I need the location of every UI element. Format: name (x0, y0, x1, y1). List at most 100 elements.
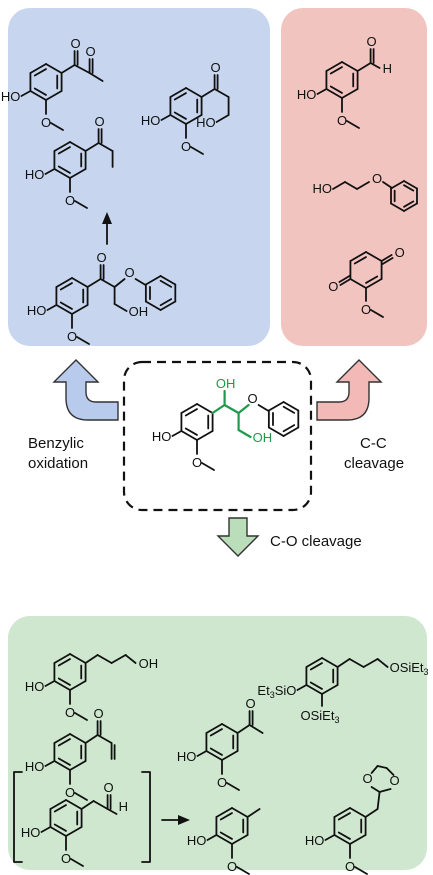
hydroxyl-label: HO (196, 115, 216, 130)
bond (248, 724, 264, 734)
bond (53, 804, 67, 813)
bond (325, 61, 343, 72)
silyl-ether-label: OSiEt3 (390, 660, 429, 677)
methoxy-o-label: O (337, 113, 347, 128)
bond (296, 684, 308, 691)
bond (29, 90, 47, 101)
hydroxyl-label: HO (21, 825, 41, 840)
left-bracket (13, 771, 23, 863)
bond (169, 87, 187, 98)
bond (309, 662, 323, 671)
bond (134, 278, 147, 286)
bond (213, 88, 230, 98)
bond (53, 680, 71, 691)
bond (237, 403, 250, 415)
methoxy-o-label: O (65, 705, 75, 720)
dioxolane-o-label: O (390, 773, 400, 788)
methoxy-o-label: O (181, 139, 191, 154)
bond (74, 712, 88, 721)
bond (57, 146, 71, 155)
bond (144, 275, 162, 286)
benzylic-oxidation-panel (8, 8, 270, 346)
bond (364, 808, 379, 818)
bond (69, 141, 87, 152)
bond (96, 654, 113, 664)
bond (325, 88, 343, 99)
oxidation-label: oxidation (28, 455, 88, 472)
bond (370, 786, 381, 793)
bond (336, 658, 351, 668)
bond (96, 734, 113, 744)
methoxy-o-label: O (61, 851, 71, 866)
bond (84, 142, 100, 152)
bond (349, 251, 367, 262)
bond (180, 430, 198, 441)
bond (390, 180, 405, 190)
bond (337, 831, 351, 840)
bond (45, 90, 63, 101)
bond (159, 298, 173, 307)
aldehyde-h-label: H (383, 61, 392, 76)
carbonyl-o-label: O (94, 706, 104, 721)
hydroxyl-label: OH (129, 304, 149, 319)
bond (88, 72, 104, 82)
bond (200, 88, 216, 98)
bond (348, 658, 365, 668)
bond (365, 278, 383, 289)
alpha-hydroxyl-label: OH (216, 376, 236, 391)
bond (49, 799, 67, 810)
bond (390, 202, 405, 212)
cc-label: C-C (360, 435, 387, 452)
bond (382, 181, 393, 189)
bond (282, 424, 296, 433)
hydroxyl-label: HO (177, 749, 197, 764)
bond (196, 430, 214, 441)
bond (333, 834, 351, 845)
bond (403, 202, 418, 212)
bond (353, 256, 367, 265)
carbonyl-o-label: O (246, 696, 256, 711)
bond (73, 64, 91, 74)
bond (196, 403, 214, 414)
bond (257, 404, 270, 412)
bond (113, 278, 126, 288)
methoxy-o-label: O (65, 193, 75, 208)
bond (53, 653, 71, 664)
bond (124, 654, 137, 664)
aldehyde-h-label: H (119, 799, 128, 814)
quinone-o-label: O (395, 245, 405, 260)
bond (160, 114, 172, 121)
carbonyl-o-label: O (95, 114, 105, 129)
methoxy-o-label: O (361, 302, 371, 317)
bond (344, 181, 358, 190)
bond (159, 300, 177, 311)
right-bracket (141, 771, 151, 863)
bond (144, 300, 162, 311)
bond (59, 301, 73, 310)
hydroxyl-label: HO (305, 833, 325, 848)
bond (236, 866, 250, 875)
bond (341, 88, 359, 99)
bond (282, 401, 300, 412)
bond (69, 168, 87, 179)
cc-cleavage-panel (281, 8, 427, 346)
bond (50, 122, 64, 131)
bond (71, 304, 89, 315)
silyl-ether-label: OSiEt3 (301, 708, 340, 725)
bond (99, 278, 116, 288)
silyl-ether-label: Et3SiO (257, 683, 296, 700)
bond (180, 403, 198, 414)
bond (184, 408, 198, 417)
bond (385, 767, 395, 776)
hydroxyl-label: HO (187, 833, 207, 848)
bond (333, 807, 351, 818)
bond (53, 141, 71, 152)
bond (305, 657, 323, 668)
bond (305, 684, 323, 695)
bond (381, 257, 394, 265)
bond (231, 834, 249, 845)
hydroxyl-label: HO (25, 759, 45, 774)
bond (45, 63, 63, 74)
bond (97, 142, 114, 152)
